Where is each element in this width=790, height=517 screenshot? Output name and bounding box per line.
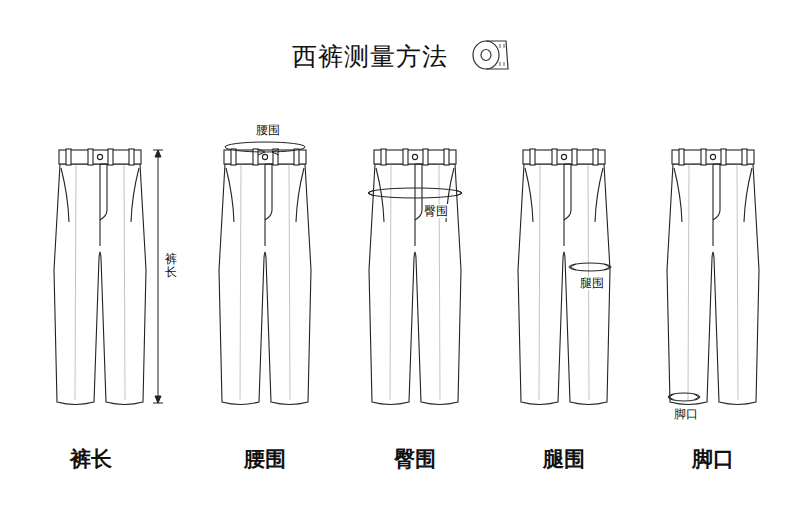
part-label: 腿围 [543, 445, 585, 473]
part-label: 臀围 [394, 445, 436, 473]
measure-label: 裤长 [164, 253, 178, 279]
part-label: 脚口 [692, 445, 734, 473]
measure-label: 脚口 [673, 407, 699, 421]
measure-label: 腿围 [579, 276, 605, 290]
measure-label: 腰围 [255, 123, 281, 137]
part-label: 裤长 [70, 445, 112, 473]
part-label: 腰围 [244, 445, 286, 473]
diagram-title: 西裤测量方法 [292, 40, 448, 73]
measure-label: 臀围 [423, 204, 449, 218]
